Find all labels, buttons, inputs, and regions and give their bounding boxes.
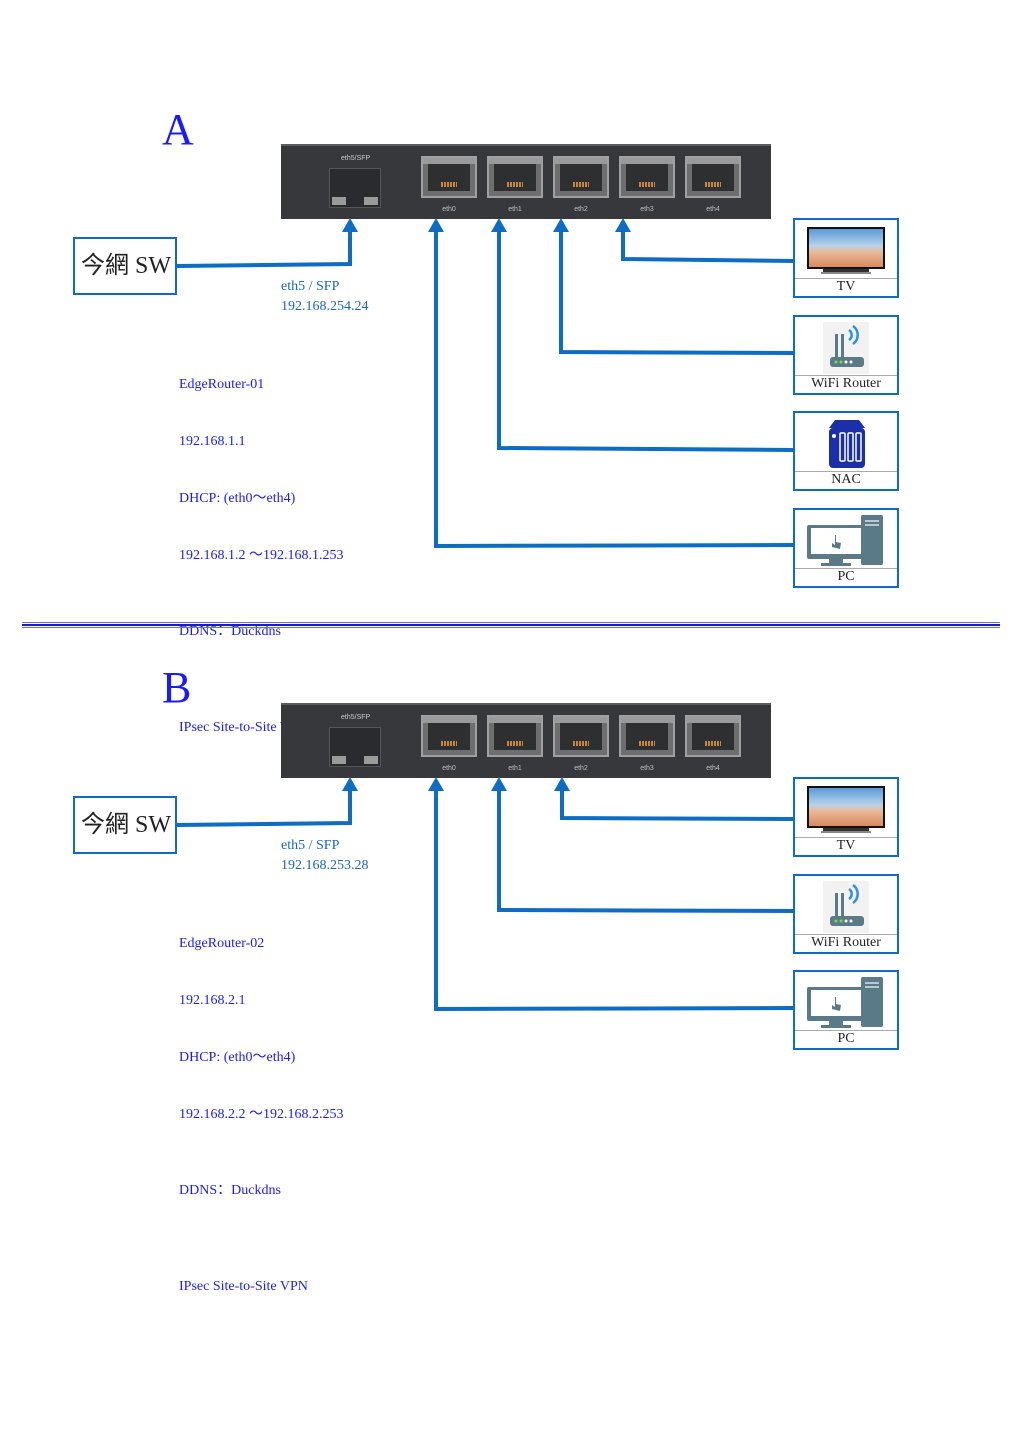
sfp-port [329, 727, 381, 767]
wire-eth2-wifi [559, 230, 795, 355]
wifi-router-icon [823, 322, 869, 374]
wan-ip: 192.168.254.24 [281, 299, 369, 314]
vpn-info: IPsec Site-to-Site VPN [179, 1279, 308, 1294]
device-pc: PC [793, 970, 899, 1050]
dhcp-range: 192.168.1.2 ～192.168.1.253 [179, 548, 344, 563]
device-tv: TV [793, 777, 899, 857]
router-ip: 192.168.2.1 [179, 993, 246, 1008]
section-letter: B [162, 663, 192, 712]
section-divider [22, 622, 1000, 623]
uplink-switch-label: 今網 SW [81, 253, 171, 279]
device-label: WiFi Router [811, 376, 881, 391]
pc-icon [807, 977, 883, 1028]
ethernet-port [553, 715, 609, 757]
ethernet-port [619, 156, 675, 198]
device-tv: TV [793, 218, 899, 298]
port-label: eth2 [574, 206, 588, 213]
ethernet-port [553, 156, 609, 198]
router-ip: 192.168.1.1 [179, 434, 246, 449]
arrow-head [342, 777, 358, 791]
device-wifi-router: WiFi Router [793, 874, 899, 954]
router-name: EdgeRouter-01 [179, 377, 265, 392]
sfp-port-label: eth5/SFP [341, 714, 371, 721]
router-info: EdgeRouter-02 192.168.2.1 DHCP: (eth0～et… [179, 896, 344, 1334]
router-info: EdgeRouter-01 192.168.1.1 DHCP: (eth0～et… [179, 337, 344, 775]
wire-eth1-nas [497, 230, 795, 452]
wire-eth0-pc [434, 230, 795, 549]
device-label: PC [837, 1031, 855, 1046]
ethernet-port [421, 156, 477, 198]
port-label: eth0 [442, 206, 456, 213]
port-label: eth1 [508, 206, 522, 213]
ddns-info: DDNS：Duckdns [179, 1183, 281, 1198]
port-label: eth1 [508, 765, 522, 772]
port-label: eth0 [442, 765, 456, 772]
arrow-head [342, 218, 358, 232]
wifi-router-icon [823, 881, 869, 933]
dhcp-ports: DHCP: (eth0～eth4) [179, 1050, 296, 1065]
ethernet-port [487, 715, 543, 757]
tv-icon [807, 227, 885, 274]
ethernet-port [487, 156, 543, 198]
section-letter: A [162, 105, 194, 154]
device-label: TV [836, 838, 856, 853]
wan-info: eth5 / SFP 192.168.253.28 [281, 836, 369, 876]
wire-eth1-wifi [497, 789, 795, 913]
edgerouter-device: eth5/SFP eth0 eth1 eth2 eth3 eth4 [281, 144, 771, 219]
port-label: eth3 [640, 206, 654, 213]
dhcp-range: 192.168.2.2 ～192.168.2.253 [179, 1107, 344, 1122]
port-label: eth2 [574, 765, 588, 772]
sfp-port-label: eth5/SFP [341, 155, 371, 162]
nas-icon [829, 420, 865, 468]
wire-eth2-tv [560, 789, 795, 821]
device-label: WiFi Router [811, 935, 881, 950]
router-name: EdgeRouter-02 [179, 936, 265, 951]
device-nas: NAC [793, 411, 899, 491]
port-label: eth4 [706, 765, 720, 772]
wire-uplink [176, 789, 352, 827]
uplink-switch-box: 今網 SW [73, 237, 177, 295]
uplink-switch-label: 今網 SW [81, 812, 171, 838]
ethernet-port [685, 715, 741, 757]
wan-info: eth5 / SFP 192.168.254.24 [281, 277, 369, 317]
wire-eth0-pc [434, 789, 795, 1012]
device-pc: PC [793, 508, 899, 588]
sfp-port [329, 168, 381, 208]
section-divider [22, 627, 1000, 628]
ethernet-port [685, 156, 741, 198]
arrow-head [428, 218, 444, 232]
tv-icon [807, 786, 885, 833]
wan-interface: eth5 / SFP [281, 279, 340, 294]
wan-ip: 192.168.253.28 [281, 858, 369, 873]
edgerouter-device: eth5/SFP eth0 eth1 eth2 eth3 eth4 [281, 703, 771, 778]
wire-eth3-tv [621, 230, 795, 263]
arrow-head [553, 218, 569, 232]
uplink-switch-box: 今網 SW [73, 796, 177, 854]
device-label: TV [836, 279, 856, 294]
arrow-head [428, 777, 444, 791]
dhcp-ports: DHCP: (eth0～eth4) [179, 491, 296, 506]
device-label: NAC [831, 472, 861, 487]
wire-uplink [176, 230, 352, 268]
ethernet-port [619, 715, 675, 757]
section-divider [22, 624, 1000, 626]
arrow-head [491, 777, 507, 791]
arrow-head [615, 218, 631, 232]
ethernet-port [421, 715, 477, 757]
arrow-head [554, 777, 570, 791]
arrow-head [491, 218, 507, 232]
pc-icon [807, 515, 883, 566]
device-wifi-router: WiFi Router [793, 315, 899, 395]
device-label: PC [837, 569, 855, 584]
wan-interface: eth5 / SFP [281, 838, 340, 853]
port-label: eth3 [640, 765, 654, 772]
port-label: eth4 [706, 206, 720, 213]
